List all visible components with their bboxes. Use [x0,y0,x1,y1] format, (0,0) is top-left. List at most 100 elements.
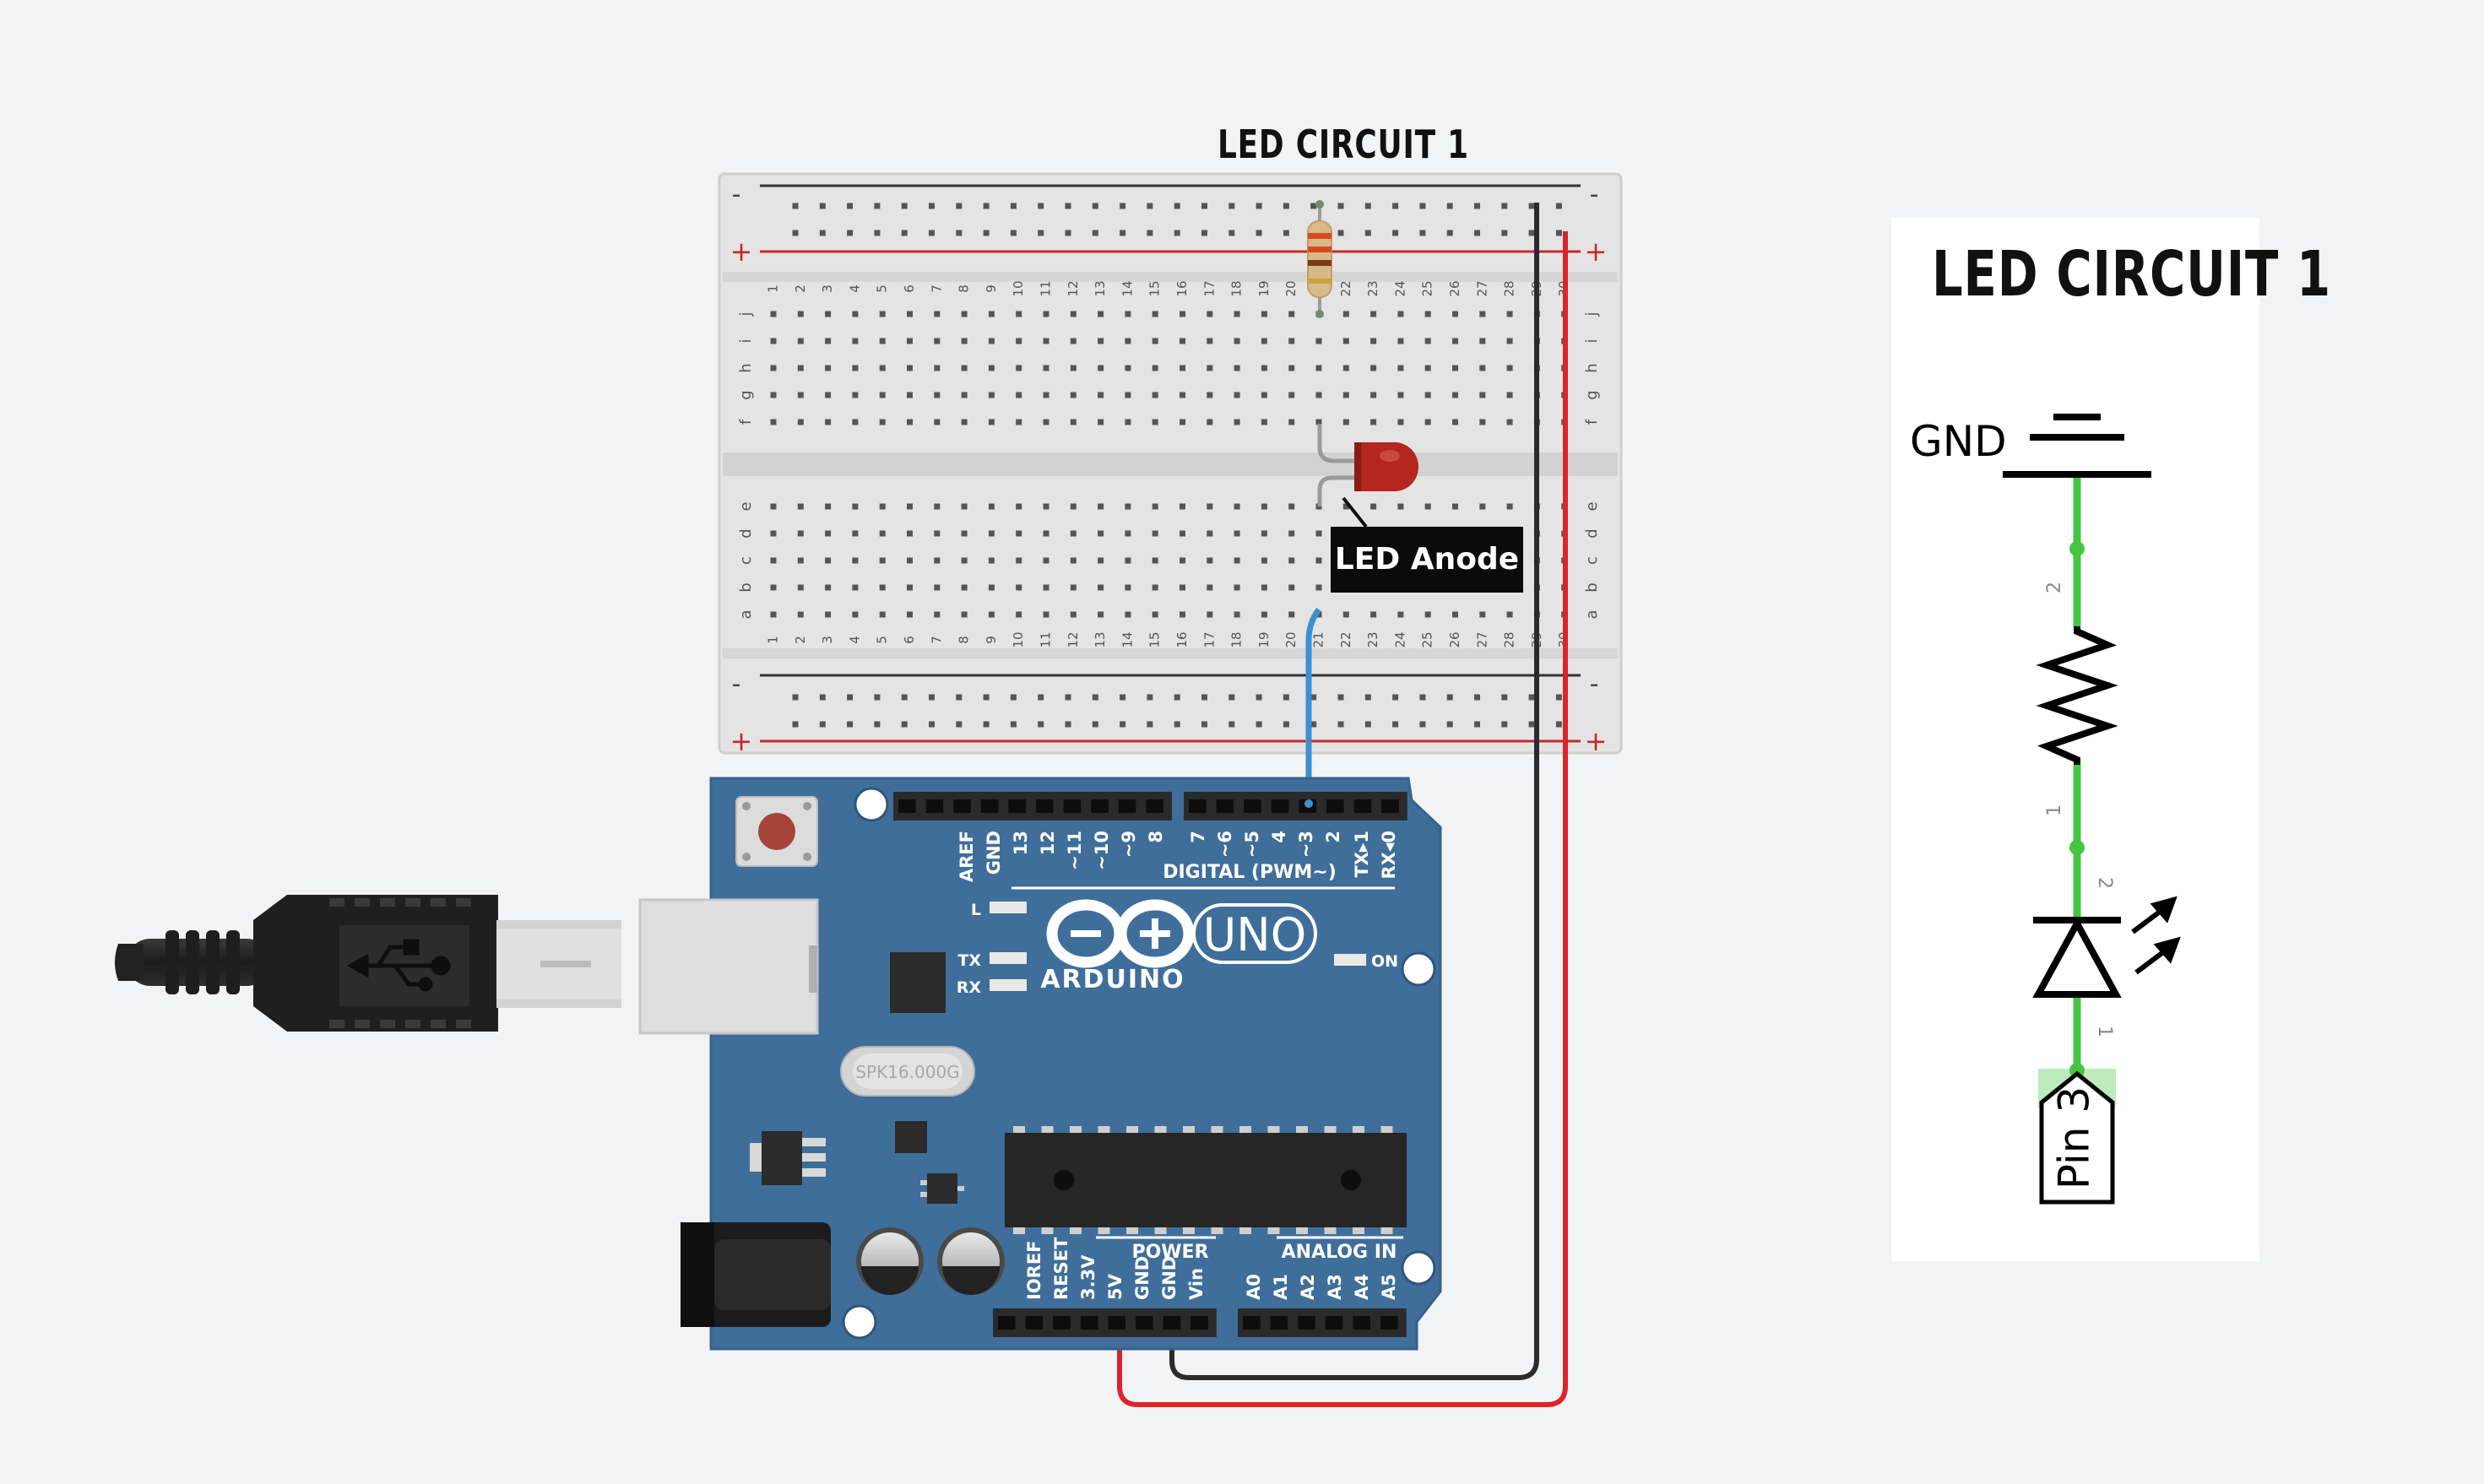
breadboard-hole [1506,503,1513,510]
breadboard-hole [1283,230,1289,236]
led-l-label: L [971,901,981,919]
breadboard-hole [1125,338,1131,344]
breadboard-hole [1234,557,1240,564]
pin-label: GND [1132,1256,1153,1300]
breadboard-hole [1555,721,1562,728]
breadboard-hole [1337,203,1344,209]
breadboard-hole [879,557,886,564]
breadboard-hole [1479,611,1486,618]
breadboard-hole [1043,419,1049,425]
breadboard-hole [1506,611,1513,618]
led-component[interactable] [1317,424,1418,506]
column-number-label: 19 [1256,631,1272,647]
breadboard-hole [797,530,804,537]
column-number-label: 13 [1093,280,1108,296]
breadboard-hole [1234,419,1240,425]
breadboard-hole [1261,503,1267,510]
breadboard-hole [1283,694,1289,701]
breadboard-hole [1152,419,1158,425]
breadboard-hole [1125,503,1131,510]
row-letter-label: c [1583,556,1601,565]
breadboard-hole [1234,503,1240,510]
breadboard-hole [1392,721,1399,728]
breadboard-hole [1424,392,1431,398]
breadboard-hole [1234,392,1240,398]
breadboard-hole [1120,721,1126,728]
breadboard-hole [1392,230,1399,236]
crystal-label: SPK16.000G [855,1062,959,1082]
breadboard-hole [1392,203,1399,209]
breadboard-hole [797,311,804,317]
breadboard-hole [1070,611,1077,618]
breadboard-hole [1446,694,1453,701]
breadboard-hole [1256,694,1262,701]
resistor-component[interactable] [1307,200,1332,318]
breadboard-hole [1125,419,1131,425]
pin-label: ~10 [1092,831,1112,870]
breadboard-hole [1479,365,1486,371]
breadboard-hole [1364,203,1371,209]
breadboard-hole [825,419,832,425]
breadboard-hole [988,365,995,371]
breadboard-hole [1452,419,1458,425]
breadboard-hole [961,419,968,425]
column-number-label: 24 [1392,280,1407,296]
column-number-label: 17 [1201,631,1217,647]
black-wire-gnd[interactable] [1169,203,1539,1380]
breadboard[interactable]: - - + + - - + + 112233445566778899101011… [718,172,1623,757]
column-number-label: 28 [1502,631,1517,647]
usb-cable[interactable] [115,895,621,1032]
breadboard-hole [1528,721,1535,728]
breadboard-hole [1180,611,1185,618]
column-number-label: 8 [957,284,972,293]
breadboard-hole [1506,392,1513,398]
column-number-label: 26 [1447,280,1462,296]
breadboard-hole [1315,392,1322,398]
breadboard-hole [797,611,804,618]
breadboard-hole [1207,611,1213,618]
breadboard-hole [988,611,995,618]
breadboard-hole [1070,419,1077,425]
breadboard-hole [1070,557,1077,564]
breadboard-hole [1201,230,1207,236]
breadboard-hole [1098,584,1104,591]
breadboard-hole [934,311,941,317]
breadboard-hole [1424,611,1431,618]
breadboard-hole [1016,530,1022,537]
breadboard-hole [792,203,799,209]
row-letter-label: f [737,419,755,425]
breadboard-hole [1207,338,1213,344]
breadboard-hole [1016,611,1022,618]
breadboard-hole [797,584,804,591]
reset-button[interactable] [735,796,818,867]
crystal-oscillator: SPK16.000G [840,1046,975,1097]
column-number-label: 27 [1474,280,1489,296]
pin-label: AREF [957,831,977,882]
breadboard-hole [1070,530,1077,537]
arduino-uno-board[interactable]: SPK16.000G [638,777,1442,1351]
breadboard-hole [1555,203,1562,209]
column-number-label: 26 [1447,631,1462,647]
breadboard-hole [852,365,859,371]
column-number-label: 9 [984,284,999,293]
breadboard-hole [1397,365,1404,371]
breadboard-hole [1207,584,1213,591]
breadboard-hole [1397,311,1404,317]
column-number-label: 4 [847,636,862,644]
column-number-label: 15 [1147,280,1163,296]
breadboard-hole [1452,365,1458,371]
blue-wire-pin3[interactable] [1305,607,1321,809]
resistor-pin-2: 2 [2044,582,2065,593]
breadboard-hole [852,503,859,510]
breadboard-hole [1392,694,1399,701]
led-pin-2: 2 [2094,877,2115,889]
circuit-title: LED CIRCUIT 1 [1218,122,1469,167]
row-letter-label: g [1583,390,1601,399]
breadboard-hole [1479,419,1486,425]
breadboard-hole [988,530,995,537]
column-number-label: 13 [1093,631,1108,647]
red-wire-5v[interactable] [1117,231,1568,1407]
digital-label: DIGITAL (PWM~) [1163,862,1337,883]
rail-minus-sign: - [732,180,741,209]
